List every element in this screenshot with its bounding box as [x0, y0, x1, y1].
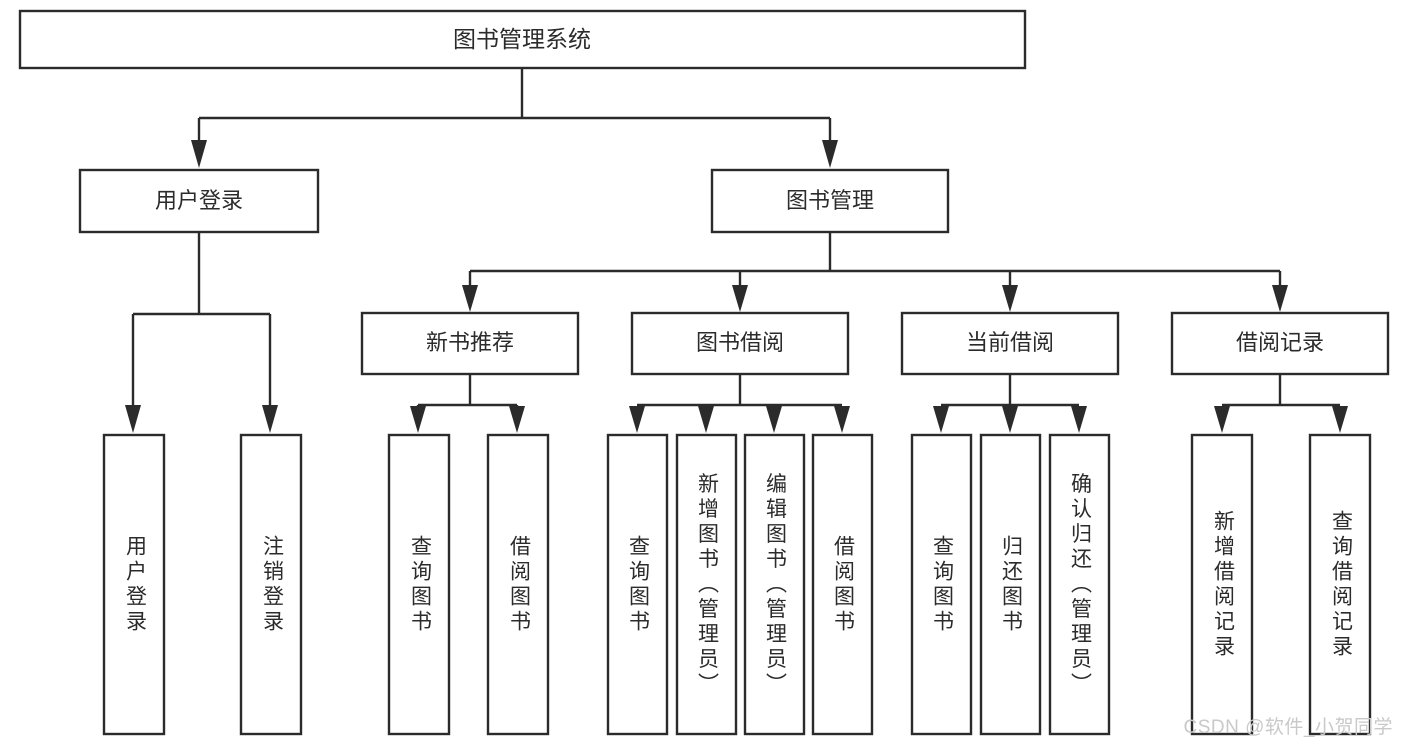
- arrow-head-leaf-edit-book: [766, 406, 782, 433]
- edge-group-root-to-level2: [191, 68, 838, 168]
- leaf-query-book-2-box[interactable]: [606, 433, 669, 736]
- leaf-query-record-box[interactable]: [1308, 433, 1372, 736]
- leaf-node-add-book[interactable]: 新增图书（管理员）: [675, 433, 738, 736]
- leaf-node-borrow-book-1[interactable]: 借阅图书: [486, 433, 550, 736]
- arrow-head-leaf-return-book: [1002, 406, 1018, 433]
- leaf-logout-login-box[interactable]: [239, 433, 303, 736]
- node-book-borrow[interactable]: 图书借阅: [630, 311, 850, 376]
- arrow-head-root-to-user-login: [191, 140, 207, 168]
- node-root-box[interactable]: [18, 9, 1027, 70]
- arrow-head-leaf-logout-login: [262, 405, 278, 433]
- node-new-book-recommend[interactable]: 新书推荐: [360, 311, 580, 376]
- leaf-node-edit-book[interactable]: 编辑图书（管理员）: [743, 433, 806, 736]
- arrow-head-leaf-add-book: [698, 406, 714, 433]
- arrow-head-leaf-add-record: [1214, 406, 1230, 433]
- leaf-borrow-book-1-label: 借阅图书: [507, 535, 531, 635]
- node-user-login-label: 用户登录: [155, 188, 243, 213]
- node-book-borrow-label: 图书借阅: [696, 330, 784, 355]
- edge-group-book-borrow-to-leaves: [629, 374, 850, 433]
- leaf-edit-book-label: 编辑图书（管理员）: [763, 473, 787, 698]
- leaf-confirm-return-box[interactable]: [1048, 433, 1111, 736]
- leaf-borrow-book-2-label: 借阅图书: [831, 535, 855, 635]
- leaf-query-book-3-box[interactable]: [910, 433, 973, 736]
- leaf-node-add-record[interactable]: 新增借阅记录: [1190, 433, 1254, 736]
- leaf-query-book-3-label: 查询图书: [930, 535, 954, 635]
- node-root-book-management-system[interactable]: 图书管理系统: [18, 9, 1027, 70]
- arrow-head-to-new-book-recommend: [462, 285, 478, 312]
- leaf-node-return-book[interactable]: 归还图书: [979, 433, 1042, 736]
- leaf-add-record-label: 新增借阅记录: [1211, 510, 1235, 660]
- edge-group-user-login-to-leaves: [125, 232, 278, 433]
- arrow-head-leaf-query-book-2: [629, 406, 645, 433]
- node-book-borrow-box[interactable]: [630, 311, 850, 376]
- leaf-borrow-book-1-box[interactable]: [486, 433, 550, 736]
- arrow-head-leaf-query-book-3: [933, 406, 949, 433]
- arrow-head-to-book-borrow: [732, 285, 748, 312]
- node-current-borrow-label: 当前借阅: [966, 330, 1054, 355]
- node-current-borrow-box[interactable]: [900, 311, 1120, 376]
- arrow-head-leaf-borrow-book-1: [509, 406, 525, 433]
- node-book-manage-label: 图书管理: [786, 188, 874, 213]
- leaf-confirm-return-label: 确认归还（管理员）: [1068, 473, 1092, 698]
- arrow-head-root-to-book-manage: [822, 140, 838, 168]
- arrow-head-leaf-query-book-1: [410, 406, 426, 433]
- leaf-user-login-label: 用户登录: [123, 535, 147, 635]
- node-borrow-record-box[interactable]: [1170, 311, 1390, 376]
- leaf-query-record-label: 查询借阅记录: [1329, 510, 1353, 660]
- node-book-manage[interactable]: 图书管理: [710, 168, 950, 234]
- leaf-borrow-book-2-box[interactable]: [811, 433, 874, 736]
- edge-group-new-book-recommend-to-leaves: [410, 374, 525, 433]
- node-new-book-recommend-label: 新书推荐: [426, 330, 514, 355]
- leaf-user-login-box[interactable]: [102, 433, 166, 736]
- leaf-query-book-1-label: 查询图书: [408, 535, 432, 635]
- leaf-edit-book-box[interactable]: [743, 433, 806, 736]
- leaf-return-book-label: 归还图书: [999, 535, 1023, 635]
- edge-group-borrow-record-to-leaves: [1214, 374, 1348, 433]
- node-root-label: 图书管理系统: [453, 26, 591, 52]
- leaf-node-query-record[interactable]: 查询借阅记录: [1308, 433, 1372, 736]
- leaf-node-query-book-1[interactable]: 查询图书: [387, 433, 451, 736]
- leaf-logout-login-label: 注销登录: [260, 535, 284, 635]
- leaf-add-book-label: 新增图书（管理员）: [695, 473, 719, 698]
- leaf-node-query-book-3[interactable]: 查询图书: [910, 433, 973, 736]
- node-current-borrow[interactable]: 当前借阅: [900, 311, 1120, 376]
- node-book-manage-box[interactable]: [710, 168, 950, 234]
- leaf-node-query-book-2[interactable]: 查询图书: [606, 433, 669, 736]
- leaf-return-book-box[interactable]: [979, 433, 1042, 736]
- leaf-node-user-login[interactable]: 用户登录: [102, 433, 166, 736]
- leaf-node-confirm-return[interactable]: 确认归还（管理员）: [1048, 433, 1111, 736]
- csdn-watermark: CSDN @软件_小贺同学: [1183, 717, 1393, 738]
- leaf-query-book-1-box[interactable]: [387, 433, 451, 736]
- arrow-head-to-borrow-record: [1272, 285, 1288, 312]
- edge-group-current-borrow-to-leaves: [933, 374, 1087, 433]
- arrow-head-to-current-borrow: [1002, 285, 1018, 312]
- leaf-node-logout-login[interactable]: 注销登录: [239, 433, 303, 736]
- leaf-node-borrow-book-2[interactable]: 借阅图书: [811, 433, 874, 736]
- node-borrow-record-label: 借阅记录: [1236, 330, 1324, 355]
- arrow-head-leaf-user-login: [125, 405, 141, 433]
- node-new-book-recommend-box[interactable]: [360, 311, 580, 376]
- arrow-head-leaf-borrow-book-2: [834, 406, 850, 433]
- arrow-head-leaf-query-record: [1332, 406, 1348, 433]
- node-user-login-box[interactable]: [78, 168, 320, 234]
- arrow-head-leaf-confirm-return: [1071, 406, 1087, 433]
- node-user-login[interactable]: 用户登录: [78, 168, 320, 234]
- edge-group-book-manage-to-level3: [462, 232, 1288, 312]
- leaf-add-book-box[interactable]: [675, 433, 738, 736]
- node-borrow-record[interactable]: 借阅记录: [1170, 311, 1390, 376]
- leaf-query-book-2-label: 查询图书: [626, 535, 650, 635]
- leaf-add-record-box[interactable]: [1190, 433, 1254, 736]
